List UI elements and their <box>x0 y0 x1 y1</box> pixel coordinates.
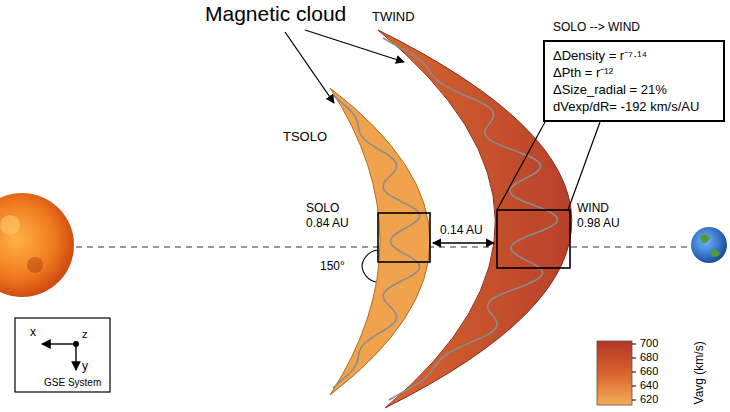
angle-label: 150° <box>320 260 345 274</box>
callout-heading: SOLO --> WIND <box>553 20 640 34</box>
wind-window <box>497 210 570 268</box>
callout-text: ΔPth = r⁻¹² <box>553 64 715 81</box>
axis-label: y <box>82 360 88 374</box>
callout-text: ΔDensity = r⁻⁷·¹⁴ <box>553 47 715 64</box>
angle-arc <box>362 250 378 282</box>
distance-label: 0.14 AU <box>440 224 483 238</box>
distance-label: 0.84 AU <box>306 217 349 231</box>
axis-label: z <box>82 328 88 341</box>
distance-arrow <box>433 242 494 243</box>
flux-rope <box>383 38 558 400</box>
spacecraft-label: WIND <box>577 202 609 216</box>
callout-text: ΔSize_radial = 21% <box>553 81 715 98</box>
colorbar <box>597 341 632 405</box>
tick-label: 680 <box>640 351 658 364</box>
tick-label: 620 <box>640 393 658 406</box>
tick-label: 660 <box>640 365 658 378</box>
spacecraft-label: SOLO <box>306 202 339 216</box>
tick-label: 700 <box>640 337 658 350</box>
tick-label: 640 <box>640 379 658 392</box>
solo-cloud <box>330 88 430 395</box>
axis-label: x <box>30 326 36 340</box>
callout-box: SOLO --> WINDΔDensity = r⁻⁷·¹⁴ΔPth = r⁻¹… <box>543 40 725 122</box>
flux-rope <box>333 95 420 388</box>
earth <box>691 227 727 263</box>
title-label: Magnetic cloud <box>205 2 346 26</box>
solo-window <box>378 213 430 262</box>
system-label: GSE System <box>44 377 101 389</box>
distance-label: 0.98 AU <box>577 217 620 231</box>
gse-box <box>15 318 110 392</box>
time-label: TWIND <box>372 10 415 25</box>
time-label: TSOLO <box>283 130 327 145</box>
axis-label: Vavg (km/s) <box>693 341 707 404</box>
sun <box>0 193 74 297</box>
callout-text: dVexp/dR= -192 km/s/AU <box>553 98 715 115</box>
